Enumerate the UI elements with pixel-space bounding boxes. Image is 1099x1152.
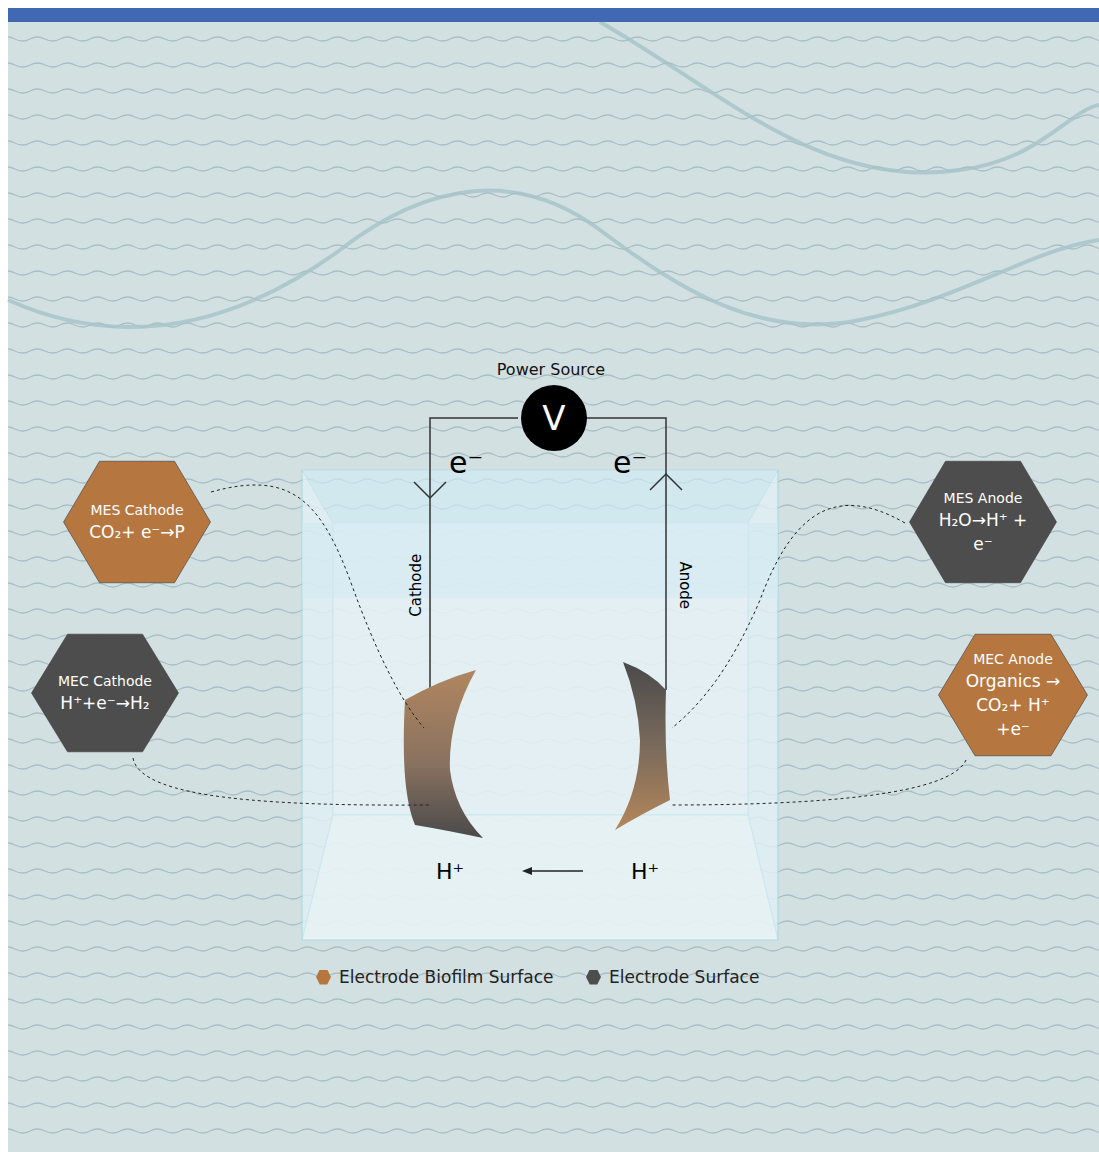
legend-swatch — [586, 970, 601, 985]
node-heading: MEC Cathode — [58, 671, 152, 691]
legend-text: Electrode Surface — [609, 967, 759, 987]
node-heading: MEC Anode — [973, 649, 1053, 669]
legend-swatch — [316, 970, 331, 985]
voltage-symbol: V — [542, 398, 565, 438]
legend-item: Electrode Surface — [586, 967, 759, 987]
proton-label: H⁺ — [631, 860, 659, 884]
legend-item: Electrode Biofilm Surface — [316, 967, 554, 987]
electron-label: e⁻ — [613, 446, 647, 479]
voltage-circle: V — [521, 385, 587, 451]
legend-text: Electrode Biofilm Surface — [339, 967, 554, 987]
electron-label: e⁻ — [449, 446, 483, 479]
node-heading: Power Source — [497, 360, 605, 380]
biofilm-hexagon: MEC AnodeOrganics → CO₂+ H⁺ +e⁻ — [937, 633, 1089, 757]
cathode-label: Cathode — [408, 554, 425, 617]
electrode-hexagon: MEC CathodeH⁺+e⁻→H₂ — [30, 633, 180, 753]
anode-label: Anode — [677, 561, 694, 609]
power-source-node: Power SourceV — [468, 360, 634, 452]
reaction-equation: CO₂+ e⁻→P — [89, 520, 185, 544]
proton-label: H⁺ — [436, 860, 464, 884]
reaction-equation: H⁺+e⁻→H₂ — [60, 691, 149, 715]
reaction-equation: Organics → CO₂+ H⁺ +e⁻ — [963, 669, 1063, 741]
node-heading: MES Cathode — [90, 500, 183, 520]
electrode-hexagon: MES AnodeH₂O→H⁺ + e⁻ — [908, 460, 1058, 584]
node-heading: MES Anode — [944, 488, 1023, 508]
biofilm-hexagon: MES CathodeCO₂+ e⁻→P — [62, 460, 212, 584]
reaction-equation: H₂O→H⁺ + e⁻ — [934, 508, 1032, 556]
